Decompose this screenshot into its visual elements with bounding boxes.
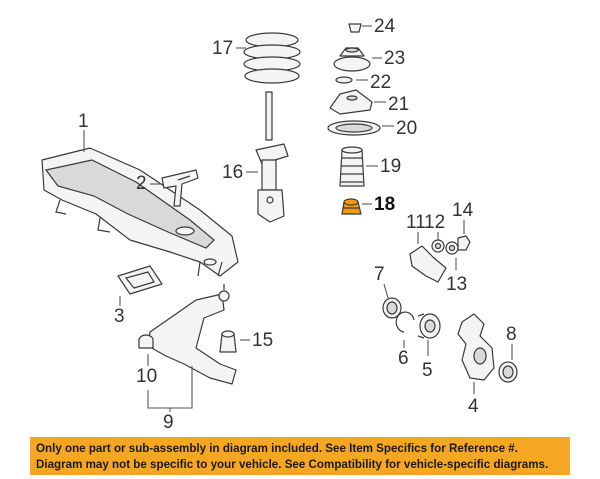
callout-8: 8 [506, 324, 517, 345]
callout-9: 9 [163, 412, 174, 433]
part-23-mount [333, 47, 371, 72]
part-21-upper-seat [329, 89, 373, 115]
part-10-bushing [138, 334, 154, 349]
callout-3: 3 [114, 306, 125, 327]
part-20-insulator [327, 120, 381, 136]
part-11-bracket [409, 245, 447, 283]
part-18-bump-stop [341, 198, 362, 215]
part-1-crossmember [41, 147, 239, 277]
part-17-coil-spring [243, 32, 301, 84]
part-13-washer [445, 241, 459, 255]
callout-15: 15 [252, 330, 273, 351]
part-22-ring [335, 76, 353, 84]
notice-line-1: Only one part or sub-assembly in diagram… [36, 442, 518, 455]
part-7-seal [382, 297, 402, 319]
callout-24: 24 [374, 16, 396, 37]
notice-line-2: Diagram may not be specific to your vehi… [36, 458, 549, 471]
callout-1: 1 [78, 111, 89, 132]
callout-12: 12 [424, 212, 445, 233]
part-14-nut [457, 235, 471, 251]
callout-14: 14 [452, 200, 474, 221]
notice-banner: Only one part or sub-assembly in diagram… [30, 437, 570, 475]
part-3-plate [117, 265, 163, 295]
callout-19: 19 [380, 156, 401, 177]
callout-18-highlighted: 18 [374, 194, 395, 215]
callout-10: 10 [136, 366, 157, 387]
part-6-snap-ring [395, 311, 415, 333]
callout-2: 2 [136, 173, 147, 194]
part-8-seal-ring [498, 361, 518, 383]
callout-16: 16 [222, 162, 243, 183]
callout-22: 22 [370, 72, 391, 93]
part-12-washer [431, 239, 445, 253]
part-15-bushing [219, 330, 237, 353]
callout-5: 5 [422, 360, 433, 381]
callout-21: 21 [388, 94, 409, 115]
callout-20: 20 [396, 118, 417, 139]
callout-7: 7 [374, 264, 385, 285]
callout-4: 4 [468, 396, 479, 417]
part-16-strut [255, 91, 289, 223]
part-2-bracket [161, 169, 199, 207]
part-9-control-arm [147, 284, 237, 385]
part-5-bearing [417, 313, 441, 339]
callout-13: 13 [446, 274, 467, 295]
part-4-knuckle [457, 313, 495, 381]
callout-17: 17 [212, 38, 233, 59]
part-19-dust-boot [339, 146, 365, 187]
callout-11: 11 [406, 212, 426, 233]
callout-6: 6 [398, 348, 409, 369]
callout-23: 23 [384, 48, 405, 69]
part-24-cap [348, 23, 362, 33]
